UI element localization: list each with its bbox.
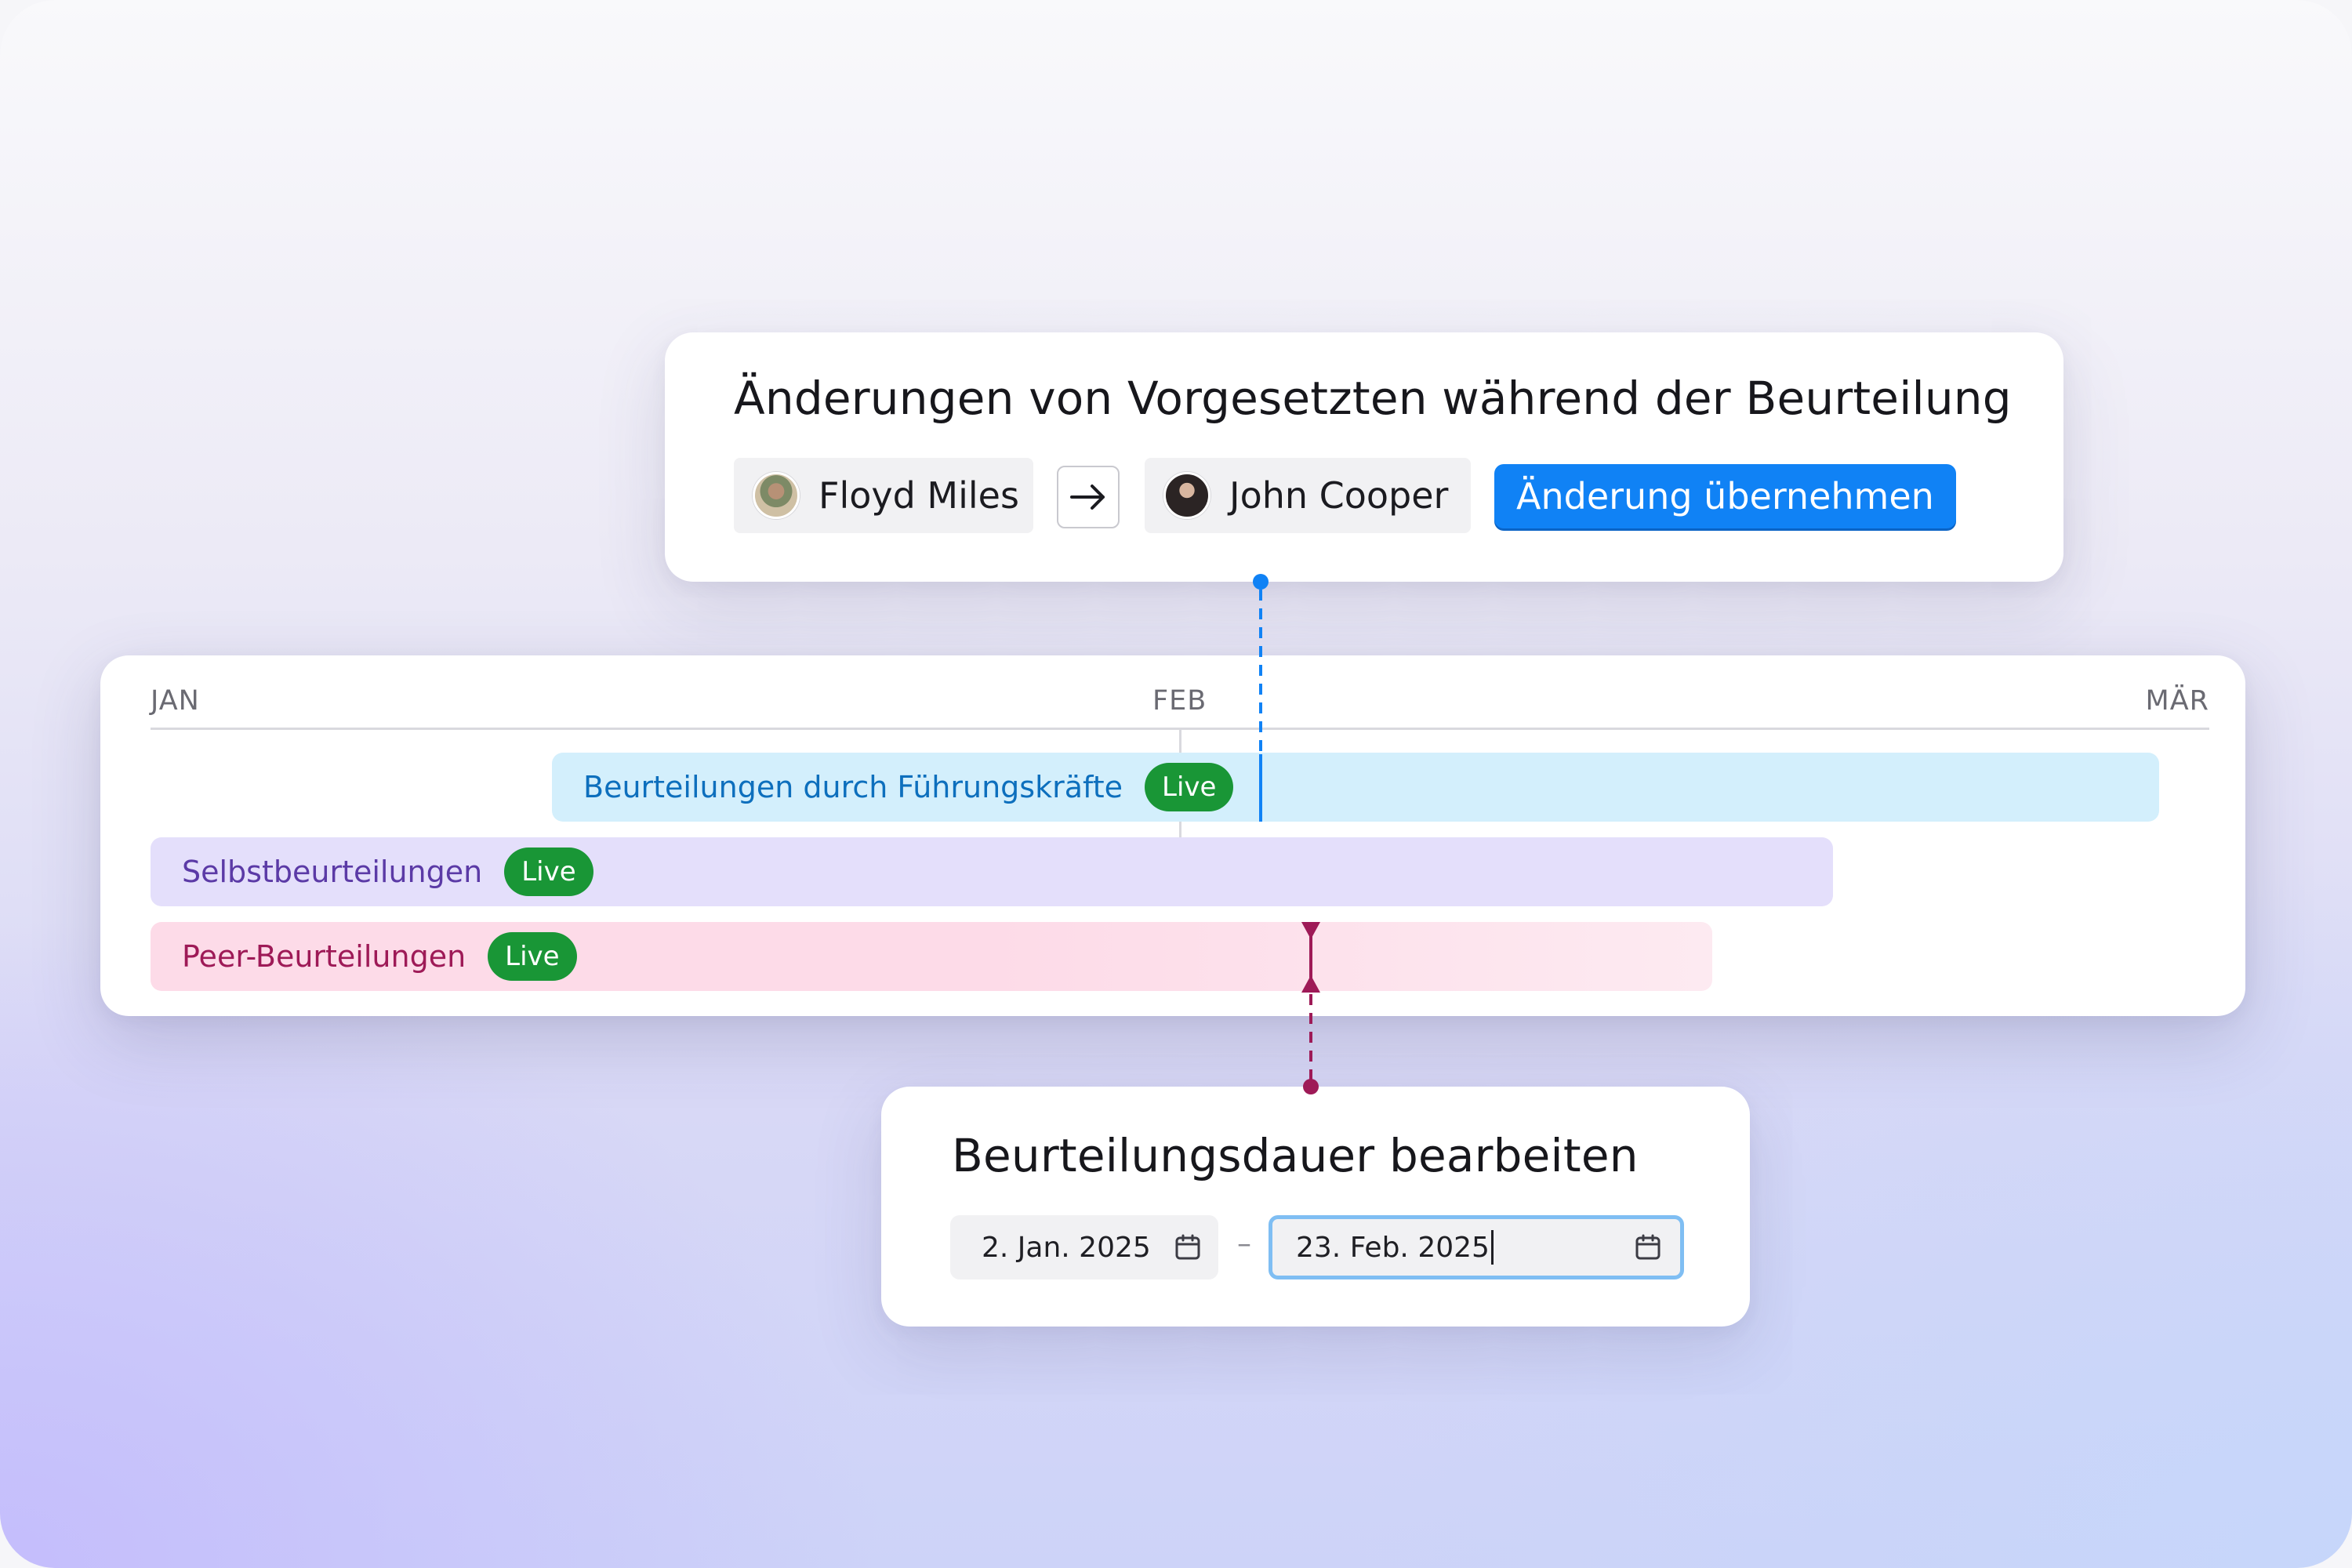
month-label-jan: JAN xyxy=(151,685,200,717)
duration-edit-card: Beurteilungsdauer bearbeiten 2. Jan. 202… xyxy=(881,1087,1750,1327)
date-range-separator: – xyxy=(1237,1228,1251,1260)
new-supervisor-name: John Cooper xyxy=(1229,474,1449,517)
status-badge: Live xyxy=(504,848,593,896)
supervisor-change-title: Änderungen von Vorgesetzten während der … xyxy=(734,372,2012,425)
arrow-right-icon xyxy=(1070,485,1105,510)
timeline-bar-label: Selbstbeurteilungen xyxy=(182,855,483,889)
timeline-bar-label: Beurteilungen durch Führungskräfte xyxy=(583,770,1123,804)
text-cursor xyxy=(1490,1230,1494,1265)
apply-change-button[interactable]: Änderung übernehmen xyxy=(1494,464,1956,528)
end-date-input[interactable]: 23. Feb. 2025 xyxy=(1269,1215,1684,1279)
avatar xyxy=(753,472,800,519)
duration-edit-title: Beurteilungsdauer bearbeiten xyxy=(952,1129,1639,1182)
previous-supervisor-name: Floyd Miles xyxy=(818,474,1019,517)
arrow-right-button[interactable] xyxy=(1057,466,1120,528)
start-date-value: 2. Jan. 2025 xyxy=(982,1231,1151,1264)
previous-supervisor-chip[interactable]: Floyd Miles xyxy=(734,458,1033,533)
month-label-feb: FEB xyxy=(1152,685,1207,717)
timeline-bar-manager-reviews[interactable]: Beurteilungen durch Führungskräfte Live xyxy=(552,753,2159,822)
calendar-icon[interactable] xyxy=(1635,1234,1661,1261)
timeline-bar-self-reviews[interactable]: Selbstbeurteilungen Live xyxy=(151,837,1833,906)
timeline-bar-peer-reviews[interactable]: Peer-Beurteilungen Live xyxy=(151,922,1712,991)
supervisor-change-card: Änderungen von Vorgesetzten während der … xyxy=(665,332,2063,582)
start-date-input[interactable]: 2. Jan. 2025 xyxy=(950,1215,1218,1279)
calendar-icon[interactable] xyxy=(1174,1234,1201,1261)
timeline-bar-label: Peer-Beurteilungen xyxy=(182,939,466,974)
status-badge: Live xyxy=(488,932,577,981)
avatar xyxy=(1163,472,1210,519)
review-timeline: JAN FEB MÄR Beurteilungen durch Führungs… xyxy=(100,655,2245,1016)
status-badge: Live xyxy=(1145,763,1234,811)
end-date-value: 23. Feb. 2025 xyxy=(1296,1231,1490,1264)
month-label-mar: MÄR xyxy=(2145,685,2209,717)
new-supervisor-chip[interactable]: John Cooper xyxy=(1145,458,1471,533)
timeline-axis xyxy=(151,728,2209,730)
